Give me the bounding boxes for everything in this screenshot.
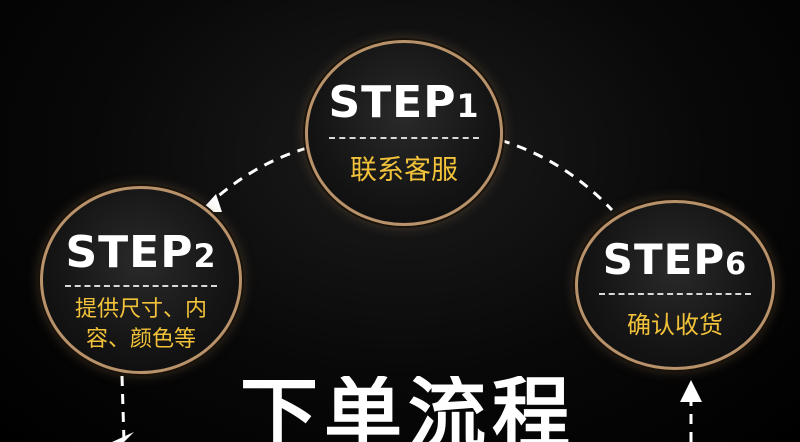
arrow-step1-to-step2 (203, 146, 308, 210)
arrow-step1-to-step6 (499, 138, 614, 212)
step1-divider (329, 137, 479, 139)
step2-desc: 提供尺寸、内容、颜色等 (74, 297, 207, 352)
main-title: 下单流程 (239, 376, 576, 442)
step6-title: STEP6 (602, 235, 748, 284)
step1-title: STEP1 (328, 77, 480, 128)
step2-title: STEP2 (65, 227, 217, 278)
step1-desc: 联系客服 (350, 155, 458, 186)
step2-divider (64, 285, 218, 287)
arrow-head-bottom-left (112, 432, 134, 442)
step1-circle: STEP1 联系客服 (305, 40, 503, 226)
step6-circle: STEP6 确认收货 (575, 200, 775, 370)
step2-circle: STEP2 提供尺寸、内容、颜色等 (40, 186, 242, 374)
arrow-head-step6 (680, 380, 702, 402)
step6-divider (599, 293, 751, 295)
step6-desc: 确认收货 (627, 311, 723, 339)
arrow-step2-down (120, 375, 126, 442)
